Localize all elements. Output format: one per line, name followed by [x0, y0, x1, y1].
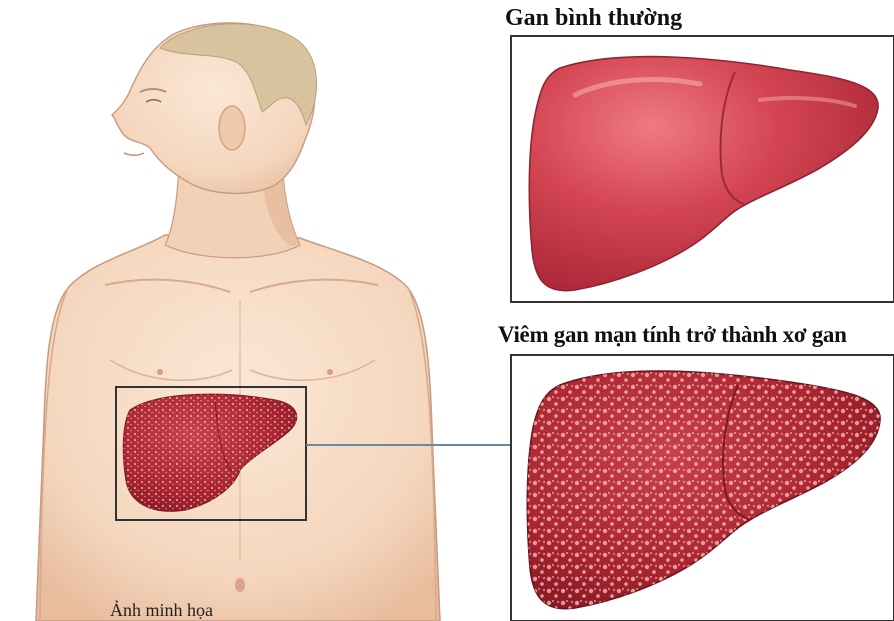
human-figure [36, 23, 440, 621]
ear [219, 106, 245, 150]
cirrhosis-label: Viêm gan mạn tính trở thành xơ gan [498, 322, 847, 348]
normal-liver-panel [511, 36, 894, 302]
cirrhosis-liver-panel [511, 355, 894, 621]
image-caption: Ảnh minh họa [110, 600, 213, 621]
normal-liver-label: Gan bình thường [505, 5, 682, 32]
